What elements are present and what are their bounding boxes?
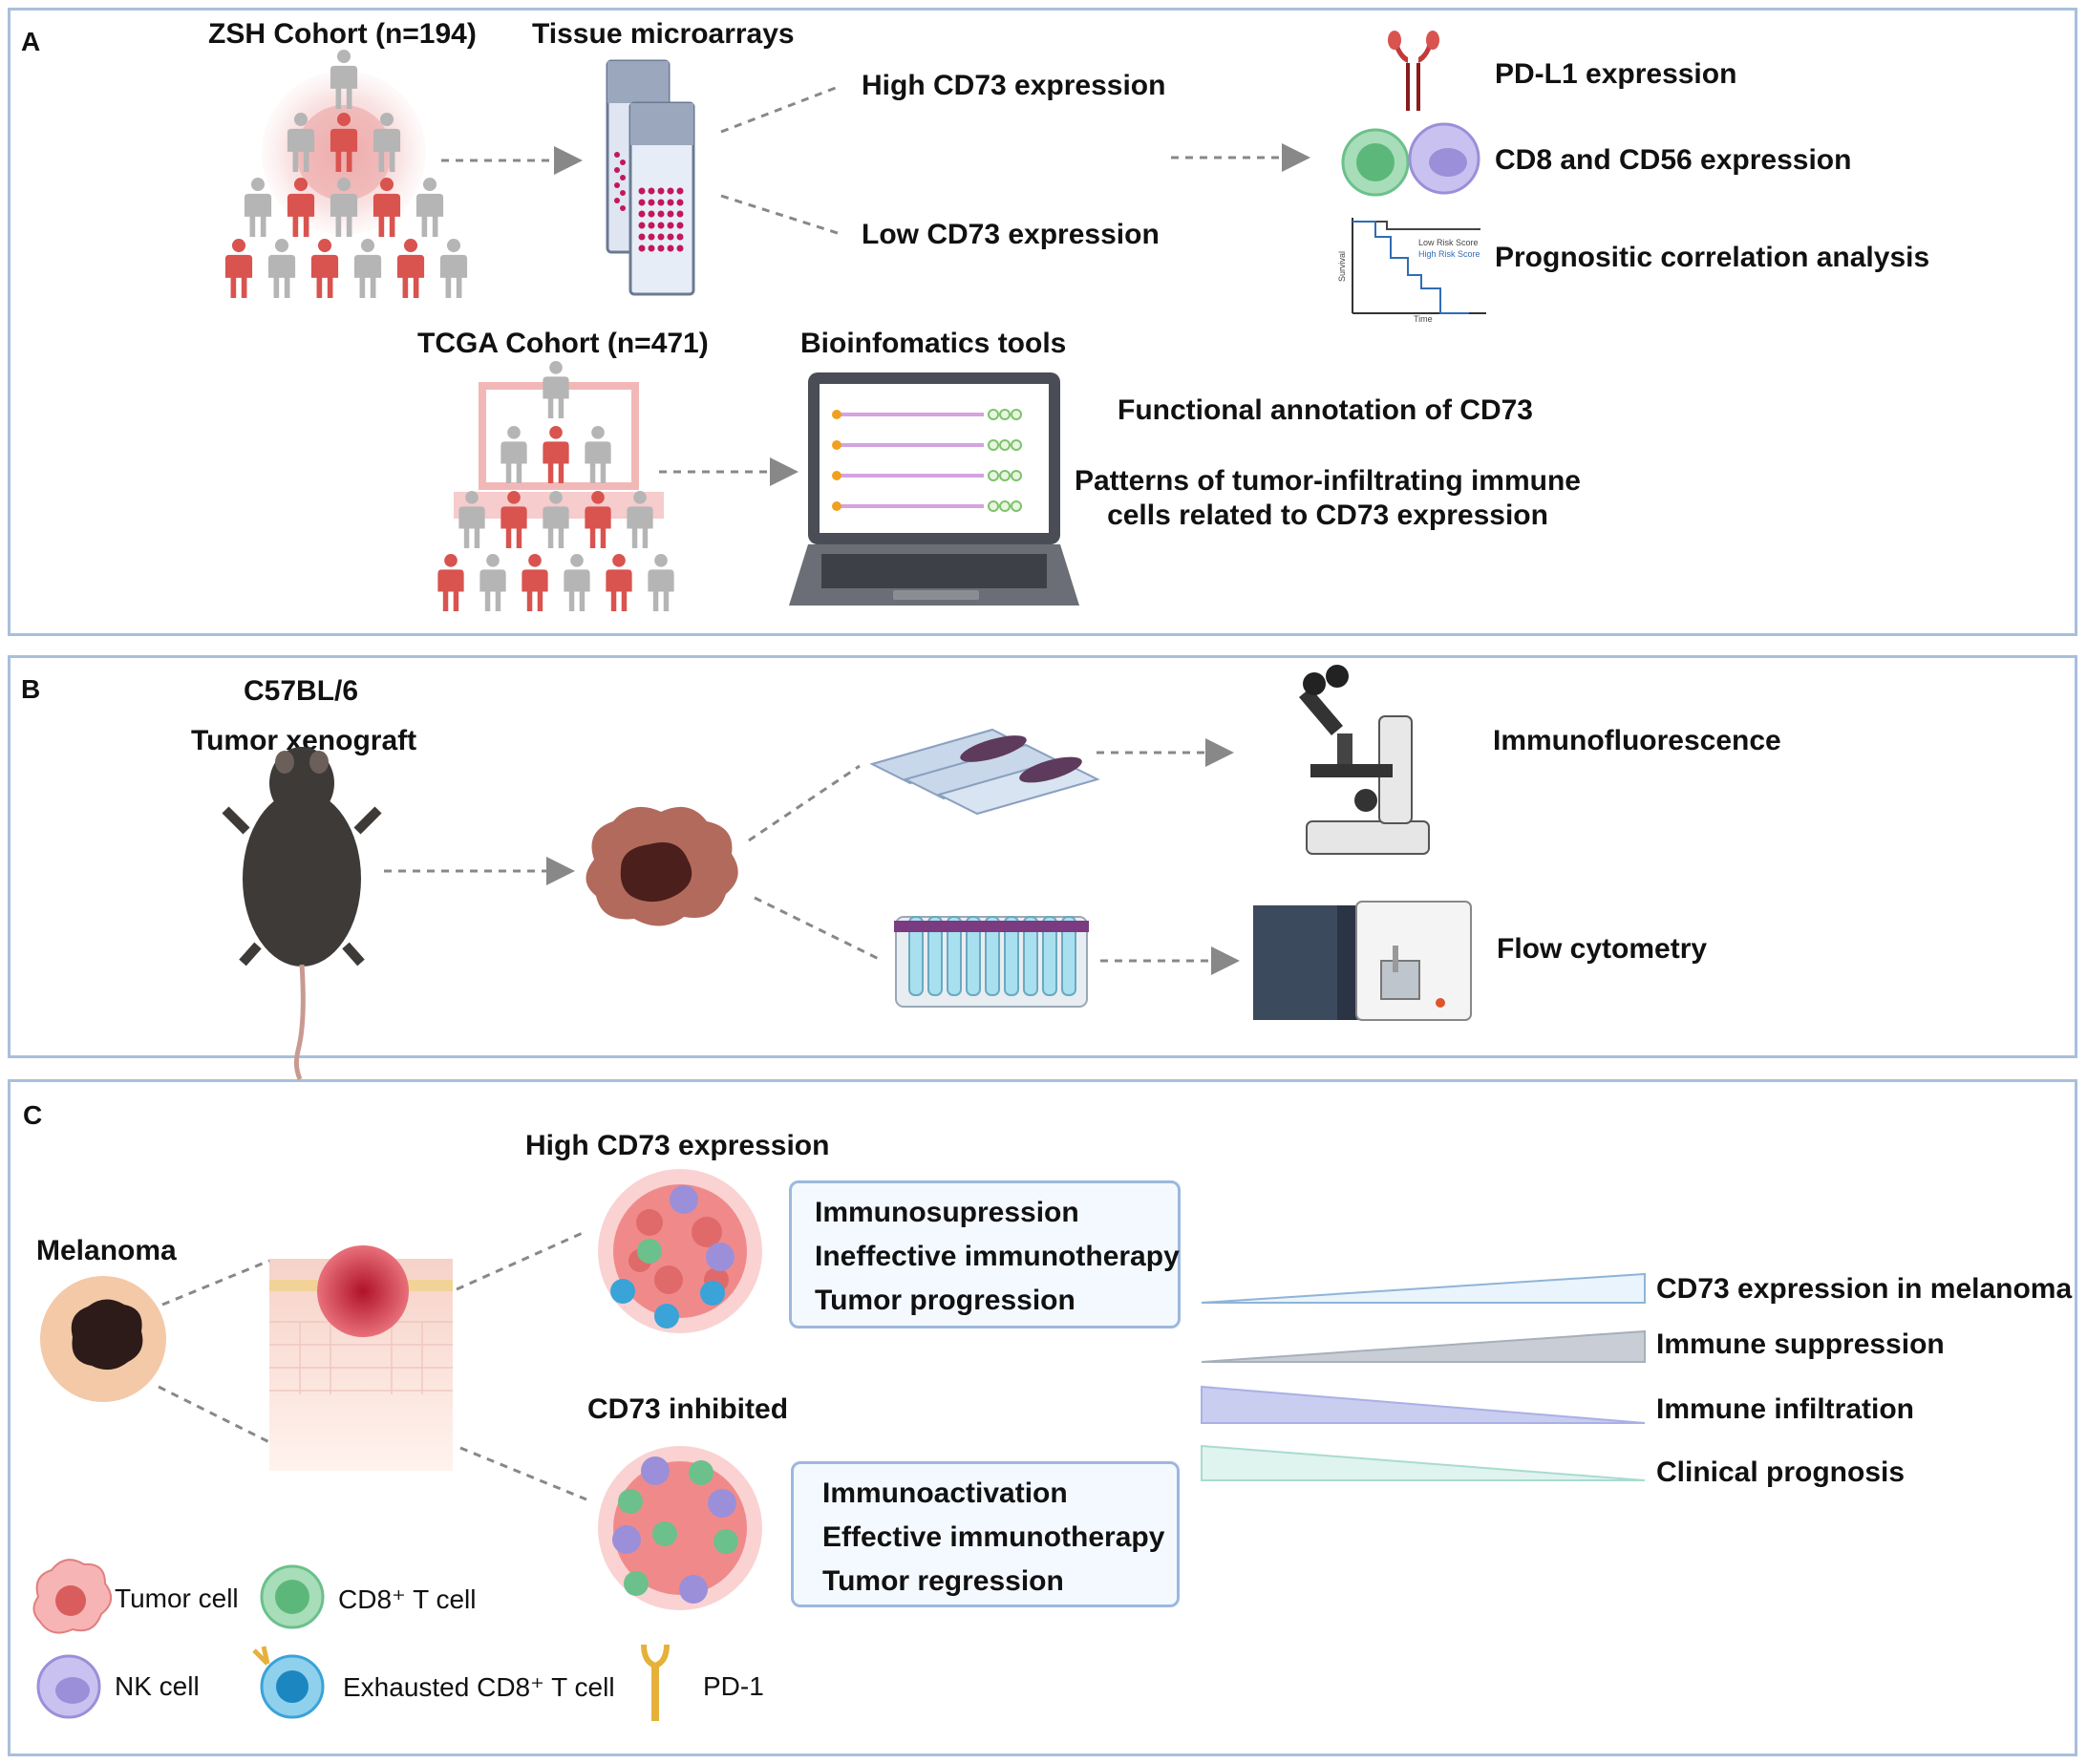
legend-tumor-cell-label: Tumor cell (115, 1583, 239, 1613)
panel-b-arrows (384, 738, 1240, 975)
slides-icon (869, 728, 1100, 816)
prognostic-label: Prognositic correlation analysis (1495, 242, 1930, 273)
panel-a-label: A (21, 27, 41, 56)
test-tube-rack-icon (894, 916, 1089, 1008)
outcome-tumor-progression: Tumor progression (815, 1285, 1075, 1316)
high-cd73-label: High CD73 expression (862, 70, 1166, 101)
outcome-immunosuppression: Immunosupression (815, 1197, 1079, 1228)
legend-nk-label: NK cell (115, 1671, 200, 1701)
pdl1-receptor-icon (1388, 31, 1439, 111)
cd73-inhibited-title: CD73 inhibited (587, 1393, 789, 1425)
legend-cd8-label: CD8⁺ T cell (338, 1584, 477, 1614)
flow-cytometer-icon (1253, 901, 1472, 1021)
tissue-microarrays-title: Tissue microarrays (532, 18, 795, 50)
tissue-microarray-slides (606, 59, 695, 296)
zsh-cohort-title: ZSH Cohort (n=194) (208, 18, 477, 50)
panel-a-arrows (441, 84, 1310, 486)
trend-immune-infiltration: Immune infiltration (1656, 1393, 1914, 1425)
legend-tumor-cell-icon (32, 1559, 112, 1634)
high-cd73-tumor-cluster (598, 1169, 762, 1333)
tumor-tissue-icon (586, 806, 738, 926)
km-ylabel: Survival (1337, 251, 1347, 282)
panel-b-label: B (21, 674, 41, 704)
pdl1-label: PD-L1 expression (1495, 58, 1737, 90)
outcome-tumor-regression: Tumor regression (822, 1565, 1064, 1597)
cd73-inhibited-tumor-cluster (598, 1446, 762, 1610)
survival-curve-thumbnail: Low Risk Score High Risk Score Time Surv… (1337, 218, 1486, 324)
trend-clinical-prognosis: Clinical prognosis (1656, 1456, 1906, 1488)
laptop-icon (789, 372, 1079, 606)
outcome-ineffective-immunotherapy: Ineffective immunotherapy (815, 1241, 1180, 1272)
wedge-clinical-prognosis (1201, 1444, 1646, 1481)
low-cd73-label: Low CD73 expression (862, 219, 1160, 250)
km-low-risk-text: Low Risk Score (1418, 238, 1479, 247)
microscope-icon (1299, 665, 1430, 855)
tcga-cohort-title: TCGA Cohort (n=471) (417, 328, 709, 359)
tcga-cohort-illustration (437, 361, 674, 611)
km-high-risk-text: High Risk Score (1418, 249, 1480, 259)
patterns-label-line1: Patterns of tumor-infiltrating immune (1074, 465, 1581, 497)
melanoma-label: Melanoma (36, 1235, 177, 1266)
trend-immune-suppression: Immune suppression (1656, 1328, 1945, 1360)
legend-exhausted-label: Exhausted CD8⁺ T cell (343, 1672, 615, 1702)
outcome-immunoactivation: Immunoactivation (822, 1477, 1068, 1509)
trend-wedges (1201, 1272, 1646, 1481)
cd73-inhibited-outcomes-box: Immunoactivation Effective immunotherapy… (791, 1461, 1180, 1607)
patterns-label-line2: cells related to CD73 expression (1107, 499, 1548, 531)
legend-pd1-label: PD-1 (703, 1671, 764, 1701)
zsh-cohort-illustration (224, 50, 468, 298)
bioinformatics-title: Bioinfomatics tools (800, 328, 1067, 359)
outcome-effective-immunotherapy: Effective immunotherapy (822, 1521, 1165, 1553)
cd8-nk-cells-icon (1341, 122, 1480, 197)
high-cd73-title: High CD73 expression (525, 1130, 830, 1161)
functional-annotation-label: Functional annotation of CD73 (1118, 394, 1533, 426)
legend-nk-icon (36, 1654, 101, 1719)
km-xlabel: Time (1414, 314, 1433, 324)
skin-tumor-section-icon (269, 1245, 453, 1471)
trend-cd73-expression: CD73 expression in melanoma (1656, 1273, 2073, 1305)
flow-cytometry-label: Flow cytometry (1497, 933, 1708, 965)
wedge-immune-infiltration (1201, 1385, 1646, 1424)
legend-exhausted-icon (252, 1646, 325, 1719)
panel-c-connectors (158, 1230, 587, 1501)
high-cd73-outcomes-box: Immunosupression Ineffective immunothera… (789, 1180, 1181, 1328)
mouse-icon (222, 747, 382, 1080)
panel-c-label: C (23, 1100, 43, 1130)
wedge-immune-suppression (1201, 1329, 1646, 1363)
melanoma-lesion-icon (40, 1276, 166, 1402)
legend-cd8-icon (260, 1564, 325, 1629)
wedge-cd73-expression (1201, 1272, 1646, 1304)
immunofluorescence-label: Immunofluorescence (1493, 725, 1781, 756)
strain-label: C57BL/6 (244, 675, 359, 707)
legend-pd1-icon (641, 1644, 670, 1721)
cd8-cd56-label: CD8 and CD56 expression (1495, 144, 1852, 176)
